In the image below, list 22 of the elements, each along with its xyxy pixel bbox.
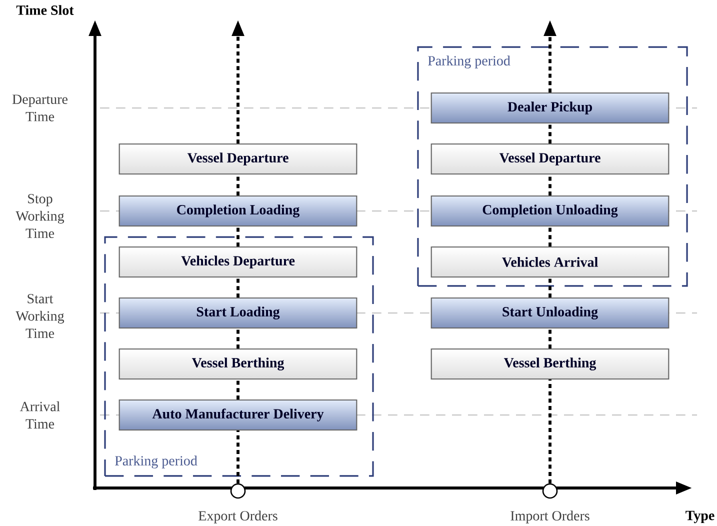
time-label: Start Working Time	[16, 294, 64, 338]
event-box: Vessel Departure	[430, 143, 670, 175]
axis-title: Time Slot	[16, 5, 74, 15]
event-box: Auto Manufacturer Delivery	[118, 399, 358, 431]
event-box: Vessel Berthing	[430, 348, 670, 380]
time-label: Departure Time	[12, 94, 68, 122]
event-box: Completion Loading	[118, 195, 358, 227]
event-box: Completion Unloading	[430, 195, 670, 227]
event-box: Start Unloading	[430, 297, 670, 329]
event-box: Dealer Pickup	[430, 92, 670, 124]
time-label: Arrival Time	[20, 401, 60, 429]
axis-category: Export Orders	[198, 510, 278, 524]
event-box: Vessel Berthing	[118, 348, 358, 380]
time-label: Stop Working Time	[16, 194, 64, 238]
axis-title: Type	[686, 510, 714, 524]
axis-category: Import Orders	[510, 510, 590, 524]
event-box: Vehicles Arrival	[430, 246, 670, 278]
event-box: Vessel Departure	[118, 143, 358, 175]
event-box: Vehicles Departure	[118, 246, 358, 278]
origin-circle	[230, 483, 246, 499]
origin-circle	[542, 483, 558, 499]
event-box: Start Loading	[118, 297, 358, 329]
